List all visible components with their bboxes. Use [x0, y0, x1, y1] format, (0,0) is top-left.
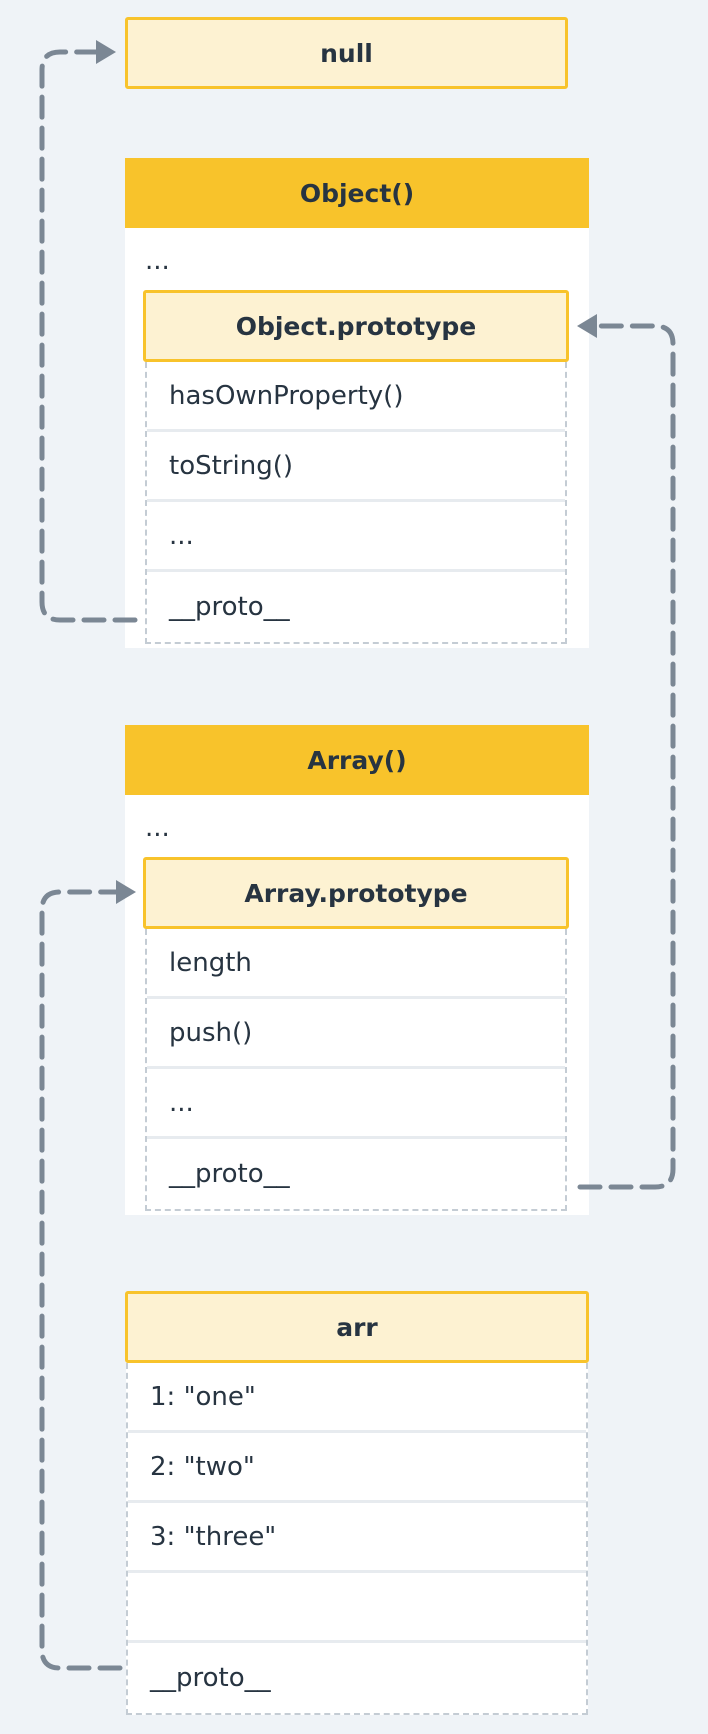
- array-prototype-body: length push() ... __proto__: [145, 929, 567, 1211]
- array-prototype-row: push(): [147, 999, 565, 1069]
- object-prototype-proto-row: __proto__: [169, 592, 290, 622]
- arr-body: 1: "one" 2: "two" 3: "three" __proto__: [126, 1363, 588, 1715]
- arrow-array-proto-to-object-prototype: [577, 323, 676, 1190]
- arr-header: arr: [125, 1291, 589, 1363]
- object-prototype-title: Object.prototype: [235, 311, 477, 341]
- array-constructor-title: Array(): [307, 745, 407, 775]
- null-box: null: [125, 17, 568, 89]
- arr-proto-row: __proto__: [150, 1663, 271, 1693]
- arr-row: 1: "one": [128, 1363, 586, 1433]
- arrow-arr-proto-to-array-prototype: [39, 889, 123, 1671]
- arr-row: 3: "three": [128, 1503, 586, 1573]
- arr-title: arr: [336, 1312, 378, 1342]
- object-prototype-row: hasOwnProperty(): [147, 362, 565, 432]
- object-constructor-dots: ...: [145, 245, 170, 276]
- arr-row: [128, 1573, 586, 1643]
- object-constructor-header: Object(): [125, 158, 589, 228]
- arrowhead-array-prototype: [116, 880, 136, 904]
- arrowhead-null: [96, 40, 116, 64]
- array-prototype-header: Array.prototype: [143, 857, 569, 929]
- object-prototype-row: toString(): [147, 432, 565, 502]
- object-prototype-row: ...: [147, 502, 565, 572]
- array-prototype-row: ...: [147, 1069, 565, 1139]
- array-prototype-proto-row: __proto__: [169, 1159, 290, 1189]
- null-label: null: [320, 38, 373, 68]
- array-prototype-title: Array.prototype: [244, 878, 468, 908]
- arr-row: 2: "two": [128, 1433, 586, 1503]
- arrow-object-proto-to-null: [39, 49, 138, 623]
- object-prototype-body: hasOwnProperty() toString() ... __proto_…: [145, 362, 567, 644]
- array-constructor-dots: ...: [145, 812, 170, 843]
- array-constructor-header: Array(): [125, 725, 589, 795]
- object-constructor-title: Object(): [299, 178, 415, 208]
- object-prototype-header: Object.prototype: [143, 290, 569, 362]
- arrowhead-object-prototype: [577, 314, 597, 338]
- array-prototype-row: length: [147, 929, 565, 999]
